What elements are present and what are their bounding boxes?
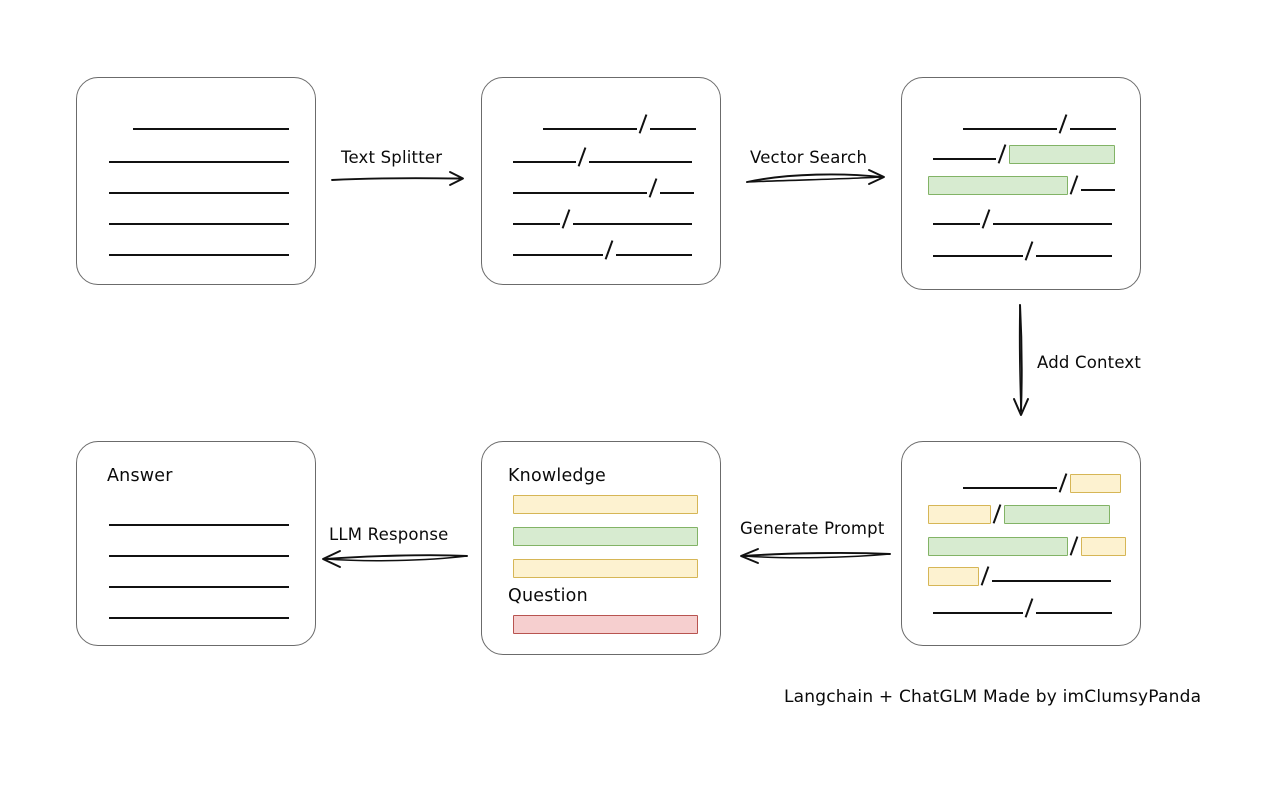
answer-lines: [77, 442, 315, 645]
text-line: [902, 209, 1140, 229]
arrow-label-vector-search: Vector Search: [750, 148, 868, 167]
text-line: [77, 541, 315, 561]
box-context-added[interactable]: [901, 441, 1141, 646]
slash-mark: [603, 241, 616, 259]
text-line: [77, 178, 315, 198]
text-line: [77, 572, 315, 592]
highlight-chip-yellow: [513, 494, 698, 514]
highlight-chip-yellow: [1070, 473, 1121, 493]
highlight-chip-yellow: [1081, 536, 1126, 556]
text-line: [482, 114, 720, 134]
text-line: [482, 178, 720, 198]
arrow-add-context: [1013, 304, 1029, 416]
text-line: [902, 598, 1140, 618]
highlight-chip-green: [928, 175, 1068, 195]
highlight-chip-green: [928, 536, 1068, 556]
knowledge-heading: Knowledge: [508, 466, 606, 486]
highlight-chip-green: [513, 526, 698, 546]
text-line: [77, 147, 315, 167]
highlight-chip-green: [1004, 504, 1110, 524]
box-split-chunks[interactable]: [481, 77, 721, 285]
box-vector-matches[interactable]: [901, 77, 1141, 290]
highlight-chip-yellow: [928, 566, 979, 586]
knowledge-chip-row: [482, 526, 720, 546]
box-answer[interactable]: Answer: [76, 441, 316, 646]
highlight-chip-green: [1009, 144, 1115, 164]
text-line: [77, 209, 315, 229]
slash-mark: [979, 567, 992, 585]
context-added-lines: [902, 442, 1140, 645]
arrow-label-text-splitter: Text Splitter: [341, 148, 443, 167]
slash-mark: [996, 145, 1009, 163]
slash-mark: [1057, 474, 1070, 492]
split-chunks-lines: [482, 78, 720, 284]
text-line: [482, 209, 720, 229]
arrow-label-llm-response: LLM Response: [329, 525, 449, 544]
question-lines: [482, 442, 720, 654]
text-line: [902, 536, 1140, 556]
text-line: [902, 114, 1140, 134]
text-line: [902, 473, 1140, 493]
text-line: [77, 510, 315, 530]
highlight-chip-red: [513, 614, 698, 634]
arrow-label-generate-prompt: Generate Prompt: [740, 519, 885, 538]
text-line: [902, 241, 1140, 261]
text-line: [902, 144, 1140, 164]
text-line: [902, 566, 1140, 586]
slash-mark: [980, 210, 993, 228]
slash-mark: [991, 505, 1004, 523]
slash-mark: [1023, 599, 1036, 617]
box-prompt[interactable]: Knowledge Question: [481, 441, 721, 655]
text-line: [77, 603, 315, 623]
arrow-vector-search: [746, 169, 885, 185]
diagram-caption: Langchain + ChatGLM Made by imClumsyPand…: [784, 687, 1202, 707]
text-line: [77, 114, 315, 134]
vector-matches-lines: [902, 78, 1140, 289]
slash-mark: [1023, 242, 1036, 260]
text-line: [77, 240, 315, 260]
prompt-lines: [482, 442, 720, 654]
slash-mark: [576, 148, 589, 166]
text-line: [482, 240, 720, 260]
arrow-generate-prompt: [740, 548, 891, 564]
slash-mark: [1068, 537, 1081, 555]
arrow-label-add-context: Add Context: [1037, 353, 1142, 372]
slash-mark: [1057, 115, 1070, 133]
knowledge-chip-row: [482, 494, 720, 514]
box-source-document[interactable]: [76, 77, 316, 285]
text-line: [902, 175, 1140, 195]
text-line: [482, 147, 720, 167]
highlight-chip-yellow: [513, 558, 698, 578]
knowledge-chip-row: [482, 558, 720, 578]
text-line: [902, 504, 1140, 524]
question-heading: Question: [508, 586, 588, 606]
source-document-lines: [77, 78, 315, 284]
question-chip-row: [482, 614, 720, 634]
slash-mark: [560, 210, 573, 228]
slash-mark: [647, 179, 660, 197]
slash-mark: [637, 115, 650, 133]
answer-heading: Answer: [107, 466, 173, 486]
slash-mark: [1068, 176, 1081, 194]
highlight-chip-yellow: [928, 504, 991, 524]
arrow-llm-response: [322, 550, 468, 568]
arrow-text-splitter: [331, 171, 464, 186]
